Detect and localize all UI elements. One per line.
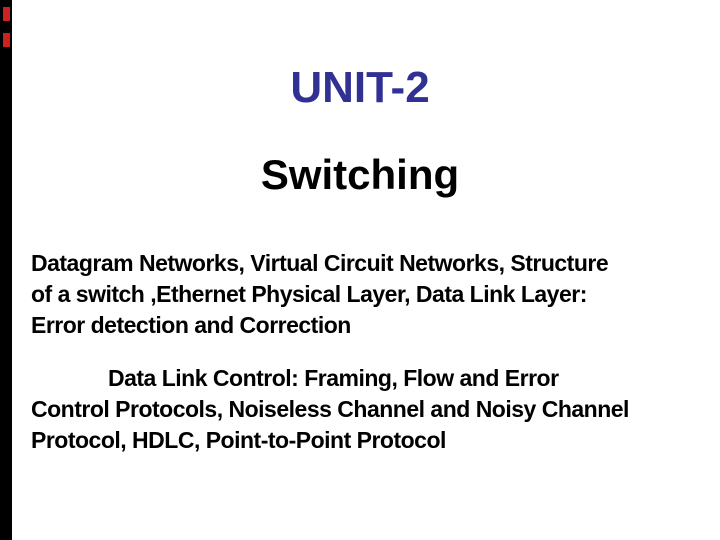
- slide-subtitle: Switching: [260, 151, 460, 198]
- film-mark-bottom: [3, 33, 10, 47]
- filmstrip-bar: [0, 0, 12, 540]
- slide-body-paragraph-2: Data Link Control: Framing, Flow and Err…: [31, 365, 629, 453]
- film-mark-top: [3, 7, 10, 21]
- slide-body-paragraph-1: Datagram Networks, Virtual Circuit Netwo…: [31, 250, 609, 338]
- slide-title: UNIT-2: [290, 63, 430, 112]
